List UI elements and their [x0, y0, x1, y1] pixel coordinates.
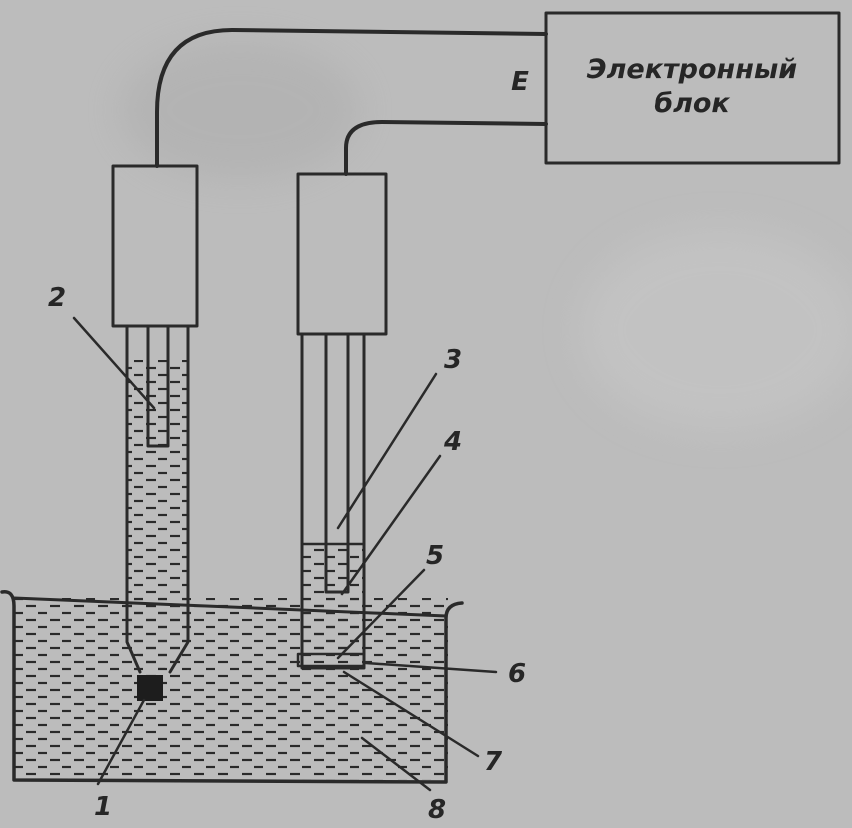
glass-electrode-body: [125, 324, 190, 674]
callout-3: 3: [444, 345, 462, 375]
emf-label: E: [511, 67, 529, 97]
leader-4: [340, 454, 442, 596]
reference-electrode-solution: [302, 548, 364, 656]
leader-1: [96, 698, 146, 786]
cable-glass-electrode: [155, 28, 548, 168]
leader-8: [360, 736, 432, 792]
callout-6: 6: [508, 659, 526, 689]
electronic-block: [544, 11, 841, 165]
beaker: [0, 590, 464, 784]
leader-5: [336, 568, 426, 660]
callout-8: 8: [428, 795, 446, 825]
reference-electrode-internal-element: [324, 332, 350, 594]
glass-electrode-inner-solution: [127, 360, 188, 668]
electronic-block-label-line2: блок: [654, 88, 730, 119]
callout-1: 1: [94, 792, 112, 822]
glass-membrane: [137, 675, 163, 701]
leader-2: [72, 316, 156, 410]
leader-3: [336, 372, 438, 530]
porous-plug: [296, 652, 366, 668]
leader-7: [342, 670, 480, 758]
callout-2: 2: [48, 283, 66, 313]
callout-4: 4: [443, 427, 462, 457]
callout-7: 7: [484, 747, 503, 777]
callout-5: 5: [426, 541, 444, 571]
solution-surface: [12, 596, 448, 618]
glass-electrode-internal-element: [146, 324, 170, 448]
reference-electrode-body: [300, 332, 366, 670]
leader-6: [364, 661, 498, 674]
cable-reference-electrode: [344, 120, 548, 176]
electronic-block-label-line1: Электронный: [587, 54, 797, 85]
